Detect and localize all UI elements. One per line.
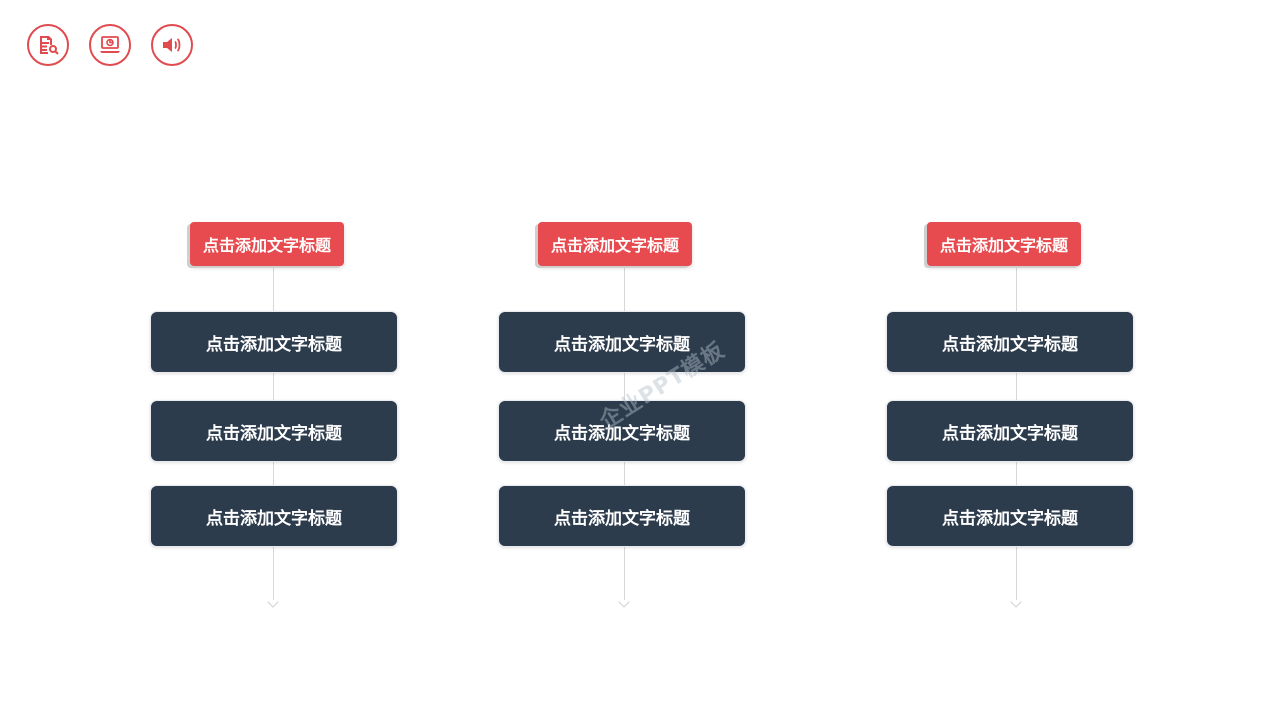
column-1: 点击添加文字标题 点击添加文字标题 点击添加文字标题 点击添加文字标题 xyxy=(150,220,398,615)
column-2: 点击添加文字标题 点击添加文字标题 点击添加文字标题 点击添加文字标题 xyxy=(498,220,746,615)
document-search-glyph xyxy=(40,36,59,55)
column-header[interactable]: 点击添加文字标题 xyxy=(190,222,345,266)
column-header[interactable]: 点击添加文字标题 xyxy=(927,222,1082,266)
column-header[interactable]: 点击添加文字标题 xyxy=(538,222,693,266)
item-box[interactable]: 点击添加文字标题 xyxy=(886,311,1134,373)
document-search-icon[interactable] xyxy=(27,24,69,66)
item-box[interactable]: 点击添加文字标题 xyxy=(498,311,746,373)
laptop-chart-icon[interactable] xyxy=(89,24,131,66)
item-box[interactable]: 点击添加文字标题 xyxy=(150,485,398,547)
item-box[interactable]: 点击添加文字标题 xyxy=(886,400,1134,462)
item-box[interactable]: 点击添加文字标题 xyxy=(150,311,398,373)
item-box[interactable]: 点击添加文字标题 xyxy=(886,485,1134,547)
item-box[interactable]: 点击添加文字标题 xyxy=(498,485,746,547)
speaker-icon[interactable] xyxy=(151,24,193,66)
arrow-down-icon xyxy=(618,596,630,608)
laptop-chart-glyph xyxy=(100,36,120,53)
top-icon-bar xyxy=(27,24,193,66)
arrow-down-icon xyxy=(1010,596,1022,608)
speaker-glyph xyxy=(163,38,181,52)
arrow-down-icon xyxy=(267,596,279,608)
column-3: 点击添加文字标题 点击添加文字标题 点击添加文字标题 点击添加文字标题 xyxy=(886,220,1134,615)
item-box[interactable]: 点击添加文字标题 xyxy=(498,400,746,462)
item-box[interactable]: 点击添加文字标题 xyxy=(150,400,398,462)
